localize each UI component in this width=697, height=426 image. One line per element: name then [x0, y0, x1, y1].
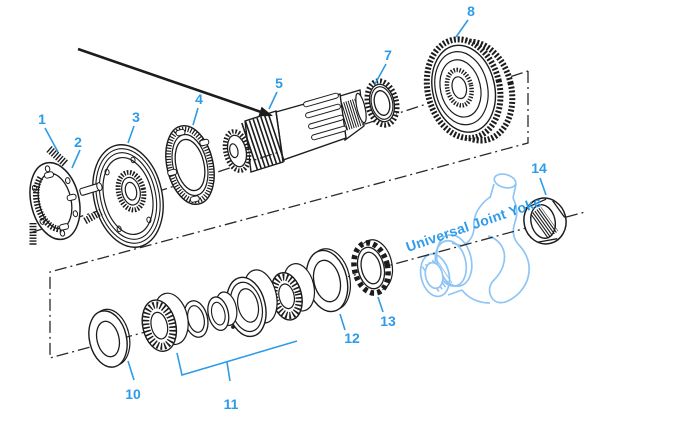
- callout-leaders: [44, 19, 547, 382]
- leader-4: [192, 107, 199, 126]
- leader-1: [44, 127, 59, 153]
- callout-3[interactable]: 3: [132, 109, 140, 125]
- callout-2[interactable]: 2: [74, 134, 82, 150]
- leader-10: [127, 360, 135, 381]
- callout-10[interactable]: 10: [125, 386, 141, 402]
- callout-12[interactable]: 12: [344, 330, 360, 346]
- leader-3: [127, 125, 135, 144]
- part-3-synchronizer-drum: [92, 144, 164, 248]
- part-10-washer: [88, 308, 131, 368]
- part-7-gear: [364, 78, 400, 128]
- leader-bracket-11: [176, 340, 298, 382]
- callout-8[interactable]: 8: [467, 3, 475, 19]
- part-11-bearing-kit: [141, 263, 316, 352]
- callout-5[interactable]: 5: [275, 75, 283, 91]
- leader-2: [71, 149, 81, 169]
- part-5-output-shaft: [222, 89, 367, 173]
- pointer-arrow: [77, 47, 273, 117]
- callout-14[interactable]: 14: [531, 160, 547, 176]
- part-8-drive-gear: [423, 36, 516, 144]
- callout-13[interactable]: 13: [380, 313, 396, 329]
- yoke-label: Universal Joint Yoke: [404, 193, 544, 255]
- part-2-retainer-plate: [29, 161, 103, 241]
- part-14-pinion-nut: [523, 197, 567, 245]
- part-4-blocking-ring: [165, 124, 215, 206]
- leader-12: [339, 313, 346, 331]
- callout-11[interactable]: 11: [224, 396, 239, 412]
- leader-5: [268, 91, 278, 110]
- callout-1[interactable]: 1: [38, 111, 46, 127]
- leader-8: [455, 19, 469, 38]
- callout-7[interactable]: 7: [384, 47, 392, 63]
- part-13-lock-nut: [351, 239, 394, 296]
- leader-7: [374, 63, 387, 85]
- universal-joint-yoke-drawing: [419, 173, 530, 304]
- leader-14: [539, 177, 547, 196]
- part-1-spring-pin: [46, 146, 69, 167]
- leader-13: [377, 296, 384, 313]
- spring-pin-middle: [83, 208, 103, 225]
- callout-4[interactable]: 4: [195, 91, 203, 107]
